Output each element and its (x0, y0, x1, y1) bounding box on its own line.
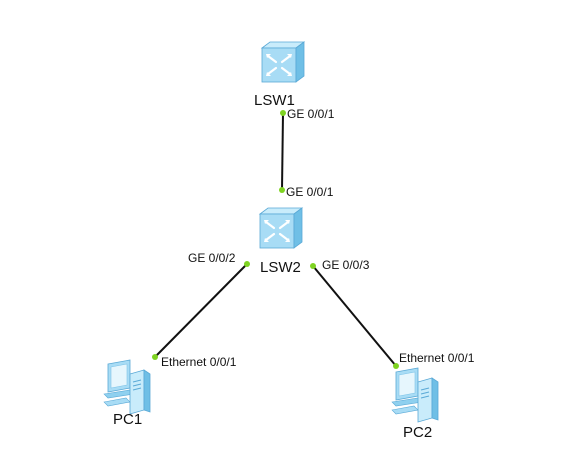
port-dot-lsw2-ge003[interactable] (310, 263, 316, 269)
port-dot-lsw2-ge002[interactable] (244, 261, 250, 267)
port-dot-lsw2-ge001[interactable] (279, 187, 285, 193)
device-pc1[interactable] (103, 359, 151, 415)
port-label-lsw2-ge002: GE 0/0/2 (188, 251, 236, 265)
link-lsw2-pc1[interactable] (154, 263, 248, 358)
port-label-pc1-eth001: Ethernet 0/0/1 (161, 355, 237, 369)
port-dot-lsw1-ge001[interactable] (280, 110, 286, 116)
port-dot-pc2-eth001[interactable] (393, 363, 399, 369)
port-label-lsw2-ge001: GE 0/0/1 (286, 185, 334, 199)
switch-icon (260, 40, 306, 84)
device-lsw1[interactable] (260, 40, 306, 84)
link-lsw2-pc2[interactable] (312, 265, 397, 367)
device-label-lsw1: LSW1 (254, 92, 295, 109)
device-lsw2[interactable] (258, 206, 304, 250)
device-label-lsw2: LSW2 (260, 259, 301, 276)
link-lsw1-lsw2[interactable] (281, 112, 284, 191)
port-label-lsw2-ge003: GE 0/0/3 (322, 258, 370, 272)
port-label-lsw1-ge001: GE 0/0/1 (287, 107, 335, 121)
device-label-pc1: PC1 (113, 411, 142, 428)
pc-icon (391, 367, 439, 423)
port-label-pc2-eth001: Ethernet 0/0/1 (399, 351, 475, 365)
device-label-pc2: PC2 (403, 424, 432, 441)
port-dot-pc1-eth001[interactable] (152, 354, 158, 360)
switch-icon (258, 206, 304, 250)
device-pc2[interactable] (391, 367, 439, 423)
pc-icon (103, 359, 151, 415)
